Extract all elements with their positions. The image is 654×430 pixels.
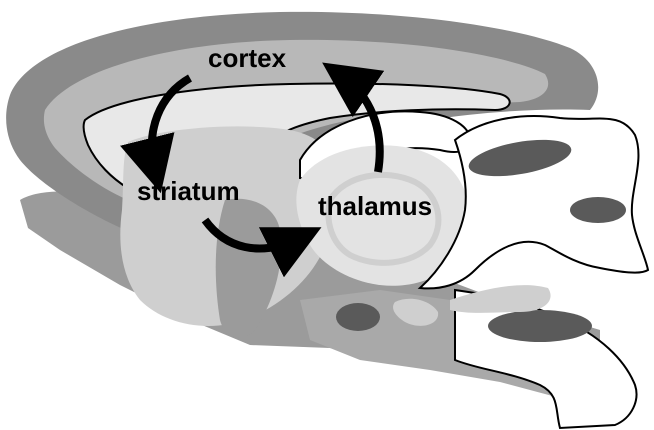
dark-nucleus-base	[488, 310, 592, 342]
dark-nucleus-lower	[336, 303, 380, 331]
dark-nucleus-right	[570, 197, 626, 223]
label-cortex: cortex	[208, 43, 287, 73]
label-thalamus: thalamus	[318, 191, 432, 221]
label-striatum: striatum	[137, 176, 240, 206]
